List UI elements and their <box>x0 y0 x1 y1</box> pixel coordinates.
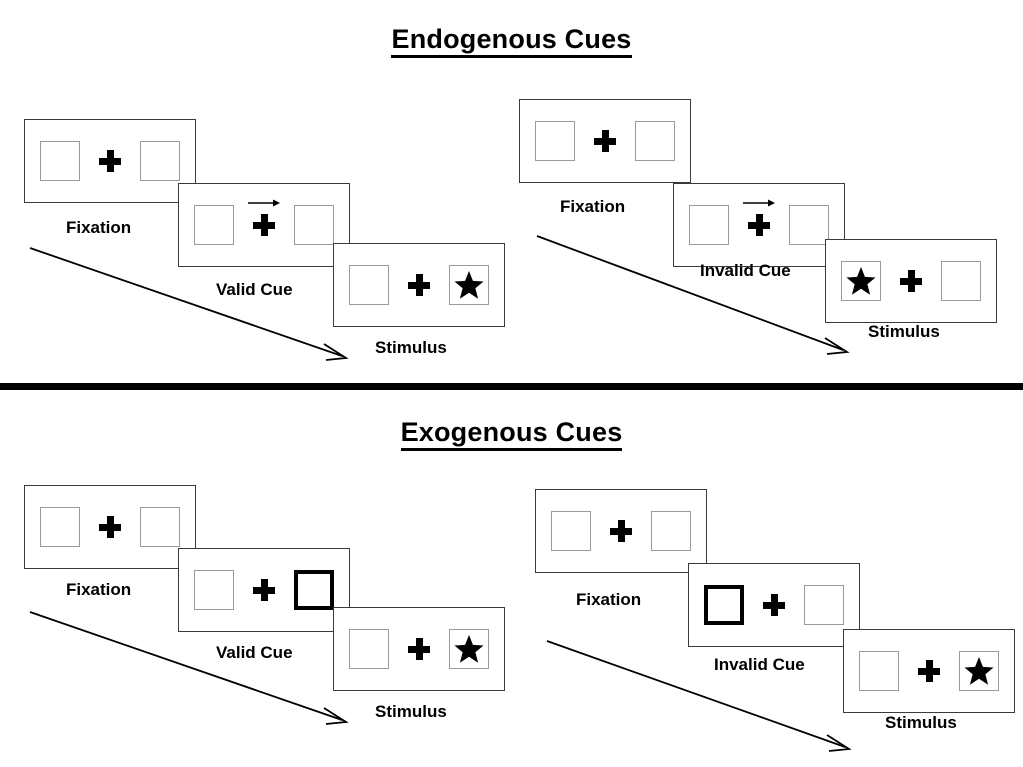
placeholder-box-left <box>349 629 389 669</box>
plus-icon <box>408 638 430 660</box>
placeholder-box-right-cued <box>294 570 334 610</box>
panel-label-invalid-cue: Invalid Cue <box>714 655 805 674</box>
placeholder-box-left <box>349 265 389 305</box>
plus-icon <box>408 274 430 296</box>
placeholder-box-left-cued <box>704 585 744 625</box>
placeholder-box-right <box>140 141 180 181</box>
arrow-right-icon <box>248 199 280 207</box>
fixation-cue-group <box>899 270 923 292</box>
plus-icon <box>610 520 632 542</box>
trial-panel-stimulus <box>333 607 505 691</box>
time-progression-arrow <box>546 640 852 752</box>
panel-label-valid-cue: Valid Cue <box>216 643 293 662</box>
trial-panel-stimulus <box>843 629 1015 713</box>
panel-label-fixation: Fixation <box>560 197 626 216</box>
display-row <box>689 199 829 245</box>
trial-panel-stimulus <box>825 239 997 323</box>
trial-panel-fixation <box>535 489 707 573</box>
fixation-cue-group <box>609 520 633 542</box>
panel-label-stimulus: Stimulus <box>885 713 957 732</box>
trial-panel-fixation <box>24 485 196 569</box>
trial-panel-fixation <box>519 99 691 183</box>
fixation-cue-group <box>762 594 786 616</box>
fixation-cue-group <box>407 274 431 296</box>
section-title-endogenous-text: Endogenous Cues <box>391 24 632 58</box>
panel-label-invalid-cue: Invalid Cue <box>700 261 791 280</box>
display-row <box>704 585 844 625</box>
fixation-cue-group <box>917 660 941 682</box>
section-divider <box>0 383 1023 390</box>
section-title-endogenous: Endogenous Cues <box>0 24 1023 58</box>
plus-icon <box>253 579 275 601</box>
placeholder-box-right <box>294 205 334 245</box>
placeholder-box-right <box>804 585 844 625</box>
fixation-cue-group <box>98 150 122 172</box>
placeholder-box-left <box>194 205 234 245</box>
star-icon <box>454 270 484 299</box>
plus-icon <box>900 270 922 292</box>
trial-panel-stimulus <box>333 243 505 327</box>
section-title-exogenous-text: Exogenous Cues <box>400 417 623 451</box>
placeholder-box-right <box>635 121 675 161</box>
display-row <box>349 629 489 669</box>
arrow-right-icon <box>743 199 775 207</box>
section-title-exogenous: Exogenous Cues <box>0 417 1023 451</box>
plus-icon <box>763 594 785 616</box>
display-row <box>194 570 334 610</box>
trial-panel-invalid-cue <box>688 563 860 647</box>
star-icon <box>454 634 484 663</box>
placeholder-box-right <box>140 507 180 547</box>
star-icon <box>846 266 876 295</box>
time-progression-arrow <box>536 235 850 355</box>
display-row <box>841 261 981 301</box>
panel-label-stimulus: Stimulus <box>375 702 447 721</box>
plus-icon <box>253 214 275 236</box>
fixation-cue-group <box>593 130 617 152</box>
display-row <box>551 511 691 551</box>
display-row <box>859 651 999 691</box>
display-row <box>40 507 180 547</box>
star-icon <box>964 656 994 685</box>
fixation-cue-group <box>98 516 122 538</box>
placeholder-box-left <box>551 511 591 551</box>
trial-panel-fixation <box>24 119 196 203</box>
placeholder-box-left <box>40 141 80 181</box>
placeholder-box-right <box>941 261 981 301</box>
display-row <box>535 121 675 161</box>
trial-panel-valid-cue <box>178 548 350 632</box>
panel-label-fixation: Fixation <box>576 590 642 609</box>
panel-label-valid-cue: Valid Cue <box>216 280 293 299</box>
placeholder-box-right <box>789 205 829 245</box>
plus-icon <box>594 130 616 152</box>
panel-label-stimulus: Stimulus <box>868 322 940 341</box>
panel-label-fixation: Fixation <box>66 218 132 237</box>
placeholder-box-right <box>449 265 489 305</box>
placeholder-box-left <box>859 651 899 691</box>
fixation-cue-group <box>248 199 280 236</box>
plus-icon <box>748 214 770 236</box>
time-progression-arrow <box>29 611 349 725</box>
plus-icon <box>918 660 940 682</box>
placeholder-box-right <box>959 651 999 691</box>
placeholder-box-left <box>689 205 729 245</box>
trial-panel-valid-cue <box>178 183 350 267</box>
display-row <box>349 265 489 305</box>
fixation-cue-group <box>407 638 431 660</box>
trial-panel-invalid-cue <box>673 183 845 267</box>
time-progression-arrow <box>29 247 349 361</box>
placeholder-box-right <box>651 511 691 551</box>
placeholder-box-left <box>40 507 80 547</box>
placeholder-box-left <box>535 121 575 161</box>
plus-icon <box>99 150 121 172</box>
fixation-cue-group <box>743 199 775 236</box>
fixation-cue-group <box>252 579 276 601</box>
placeholder-box-right <box>449 629 489 669</box>
placeholder-box-left <box>194 570 234 610</box>
panel-label-stimulus: Stimulus <box>375 338 447 357</box>
display-row <box>40 141 180 181</box>
placeholder-box-left <box>841 261 881 301</box>
panel-label-fixation: Fixation <box>66 580 132 599</box>
display-row <box>194 199 334 245</box>
plus-icon <box>99 516 121 538</box>
